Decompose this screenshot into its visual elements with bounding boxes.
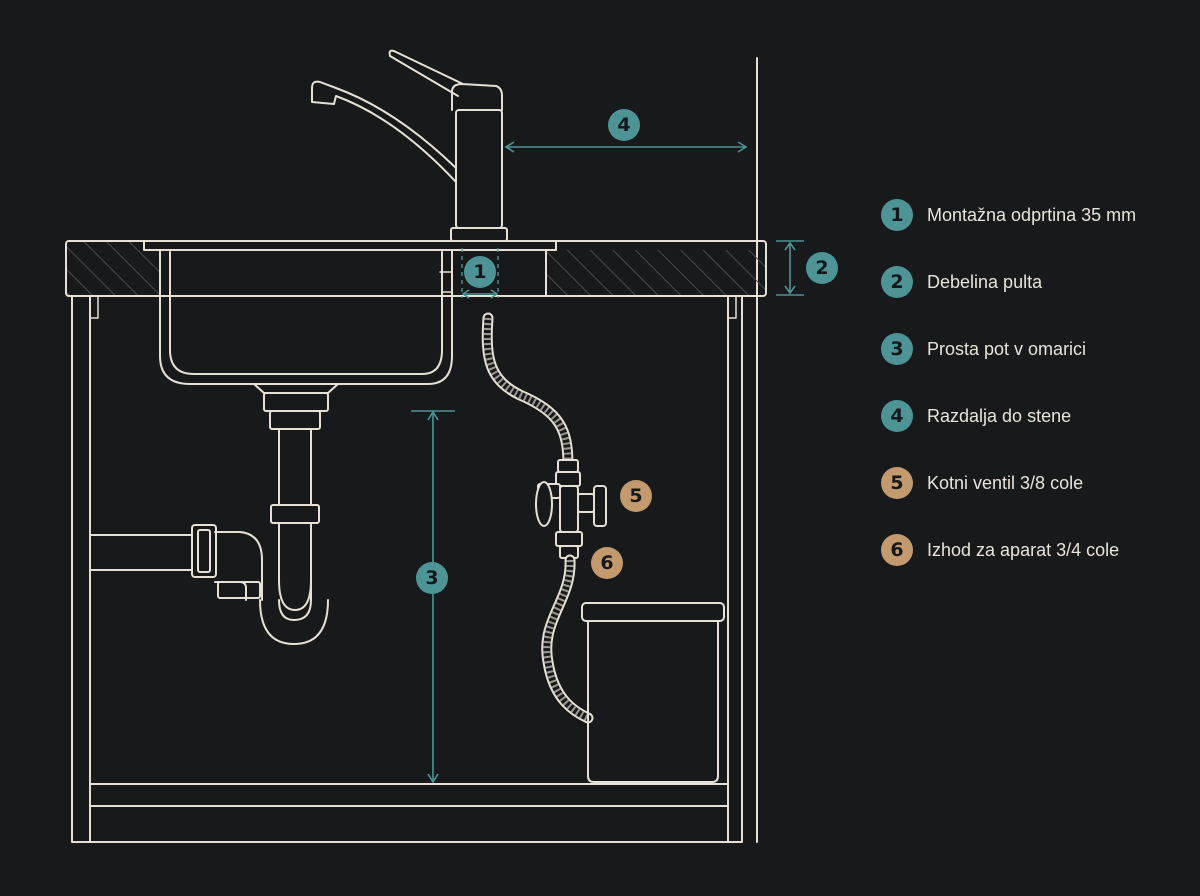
legend-label: Izhod za aparat 3/4 cole xyxy=(927,540,1119,560)
marker-3: 3 xyxy=(416,562,448,594)
marker-number: 6 xyxy=(600,552,613,574)
legend-label: Debelina pulta xyxy=(927,272,1043,292)
legend-number: 1 xyxy=(890,204,903,226)
marker-6: 6 xyxy=(591,547,623,579)
legend-item-4: 4 Razdalja do stene xyxy=(881,400,1071,432)
legend-label: Razdalja do stene xyxy=(927,406,1071,426)
drain-trap xyxy=(89,383,339,645)
marker-number: 3 xyxy=(425,567,438,589)
legend-item-1: 1 Montažna odprtina 35 mm xyxy=(881,199,1136,231)
faucet xyxy=(311,49,508,242)
marker-2: 2 xyxy=(806,252,838,284)
marker-number: 2 xyxy=(815,257,828,279)
marker-5: 5 xyxy=(620,480,652,512)
legend-number: 3 xyxy=(890,338,903,360)
marker-1: 1 xyxy=(464,256,496,288)
marker-number: 1 xyxy=(473,261,486,283)
marker-number: 4 xyxy=(617,114,630,136)
legend-item-3: 3 Prosta pot v omarici xyxy=(881,333,1086,365)
legend-number: 5 xyxy=(890,472,903,494)
marker-number: 5 xyxy=(629,485,642,507)
angle-valve xyxy=(535,459,607,559)
legend-number: 6 xyxy=(890,539,903,561)
appliance-canister xyxy=(581,602,725,783)
appliance-hose xyxy=(541,554,594,724)
marker-4: 4 xyxy=(608,109,640,141)
sink-basin xyxy=(143,240,557,385)
supply-hose xyxy=(481,312,574,471)
dimension-lines xyxy=(411,141,804,784)
legend-number: 4 xyxy=(890,405,903,427)
legend-item-6: 6 Izhod za aparat 3/4 cole xyxy=(881,534,1119,566)
legend: 1 Montažna odprtina 35 mm 2 Debelina pul… xyxy=(881,199,1136,566)
legend-label: Montažna odprtina 35 mm xyxy=(927,205,1136,225)
legend-item-2: 2 Debelina pulta xyxy=(881,266,1043,298)
legend-item-5: 5 Kotni ventil 3/8 cole xyxy=(881,467,1083,499)
legend-label: Kotni ventil 3/8 cole xyxy=(927,473,1083,493)
legend-number: 2 xyxy=(890,271,903,293)
countertop xyxy=(65,240,767,297)
legend-label: Prosta pot v omarici xyxy=(927,339,1086,359)
